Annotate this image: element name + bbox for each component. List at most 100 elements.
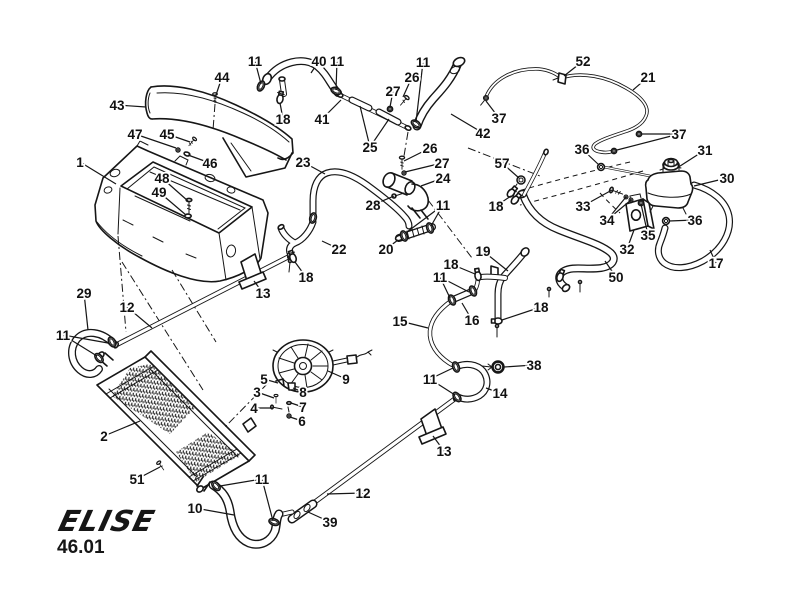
leader-line-34 — [606, 196, 627, 221]
callout-11: 11 — [416, 55, 431, 70]
callout-9: 9 — [342, 372, 350, 387]
leader-line-32 — [626, 229, 635, 250]
callout-6: 6 — [298, 414, 306, 429]
callout-20: 20 — [378, 242, 393, 257]
leader-line-5 — [263, 378, 279, 384]
leader-line-46 — [187, 154, 211, 164]
clamp-ring — [268, 517, 280, 527]
leader-line-28 — [372, 195, 395, 206]
leader-line-8 — [292, 387, 304, 393]
callout-28: 28 — [365, 198, 381, 213]
callout-48: 48 — [154, 171, 170, 186]
radiator-surround-tray — [94, 140, 269, 283]
callout-57: 57 — [494, 156, 509, 171]
leader-line-47 — [134, 133, 177, 149]
callout-36: 36 — [574, 142, 590, 157]
callout-16: 16 — [464, 313, 480, 328]
leader-line-50 — [604, 260, 617, 278]
clamp-ring — [256, 80, 266, 92]
callout-17: 17 — [708, 256, 723, 271]
clamp-ring — [468, 285, 478, 297]
leader-line-21 — [632, 76, 649, 91]
worm-clamp — [555, 268, 566, 283]
leader-line-7 — [290, 402, 304, 408]
leader-line-11 — [430, 204, 444, 227]
leader-line-15 — [399, 320, 429, 329]
callout-47: 47 — [127, 127, 142, 142]
grommet — [596, 162, 606, 172]
leader-line-38 — [503, 364, 535, 368]
leader-line-18 — [294, 261, 307, 278]
leader-line-18 — [501, 306, 542, 321]
leader-line-13 — [432, 435, 445, 452]
callout-27: 27 — [385, 84, 400, 99]
clamp-ring — [211, 480, 221, 492]
leader-line-26 — [403, 147, 431, 162]
leader-line-11 — [429, 367, 454, 380]
leader-line-44 — [215, 76, 223, 96]
leader-line-3 — [256, 391, 275, 399]
callout-11: 11 — [56, 328, 71, 343]
leader-line-9 — [327, 370, 347, 380]
callout-35: 35 — [640, 228, 656, 243]
leader-line-29 — [83, 292, 89, 331]
leader-line-48 — [161, 177, 189, 202]
callout-33: 33 — [575, 199, 591, 214]
callout-36: 36 — [687, 213, 703, 228]
leader-line-12 — [126, 306, 153, 329]
brand-logo: ELISE 46.01 — [55, 504, 158, 558]
leader-line-42 — [450, 113, 484, 134]
leader-line-51 — [136, 466, 161, 480]
leader-line-31 — [676, 149, 706, 169]
worm-clamp — [490, 317, 503, 325]
leader-line-33 — [582, 189, 613, 207]
callout-15: 15 — [392, 314, 408, 329]
callout-31: 31 — [697, 143, 713, 158]
callout-29: 29 — [76, 286, 91, 301]
leader-line-26 — [402, 76, 413, 98]
callout-50: 50 — [608, 270, 623, 285]
leader-line-20 — [385, 239, 399, 250]
callout-42: 42 — [475, 126, 490, 141]
leader-line-14 — [485, 387, 501, 394]
small-fittings — [480, 94, 671, 374]
callout-52: 52 — [575, 54, 590, 69]
leader-line-16 — [461, 302, 473, 321]
leader-line-25 — [369, 118, 390, 148]
leader-line-19 — [482, 250, 509, 272]
fan-mounting-hardware — [269, 378, 296, 419]
sheet-number: 46.01 — [57, 537, 105, 558]
leader-line-11 — [439, 276, 470, 293]
leader-line-57 — [501, 162, 520, 179]
callout-11: 11 — [433, 270, 448, 285]
callout-2: 2 — [100, 429, 108, 444]
worm-clamp — [287, 249, 298, 264]
leader-line-6 — [289, 416, 303, 422]
leader-line-10 — [194, 507, 235, 516]
callout-24: 24 — [435, 171, 451, 186]
callout-13: 13 — [436, 444, 452, 459]
leader-line-43 — [116, 104, 147, 108]
callout-18: 18 — [298, 270, 314, 285]
clamp-ring — [330, 86, 342, 96]
worm-clamp — [276, 90, 285, 105]
callout-5: 5 — [260, 372, 268, 387]
callout-7: 7 — [299, 400, 307, 415]
leader-line-30 — [693, 177, 728, 187]
leader-line-18 — [450, 263, 476, 275]
callout-11: 11 — [248, 54, 263, 69]
leader-line-36 — [581, 148, 600, 166]
callout-10: 10 — [187, 501, 202, 516]
callout-11: 11 — [436, 198, 451, 213]
leader-line-49 — [158, 191, 187, 216]
leader-line-1 — [79, 161, 117, 185]
callout-41: 41 — [314, 112, 330, 127]
callout-26: 26 — [404, 70, 420, 85]
callout-32: 32 — [619, 242, 634, 257]
callout-40: 40 — [311, 54, 326, 69]
callout-23: 23 — [295, 155, 311, 170]
leader-line-35 — [640, 203, 649, 236]
